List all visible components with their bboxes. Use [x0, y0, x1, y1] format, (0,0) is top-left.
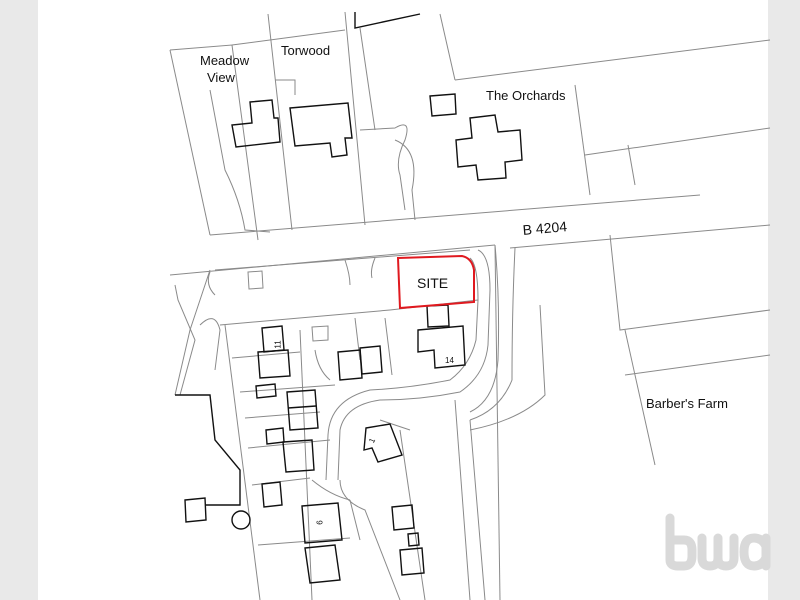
boundary-orchards-line2	[627, 144, 636, 186]
boundary-orchards-line	[584, 127, 771, 156]
boundary-orchards-east	[574, 84, 591, 196]
place-label-the-orchards: The Orchards	[486, 88, 566, 103]
road-south-east	[509, 224, 771, 249]
estate-cul-1	[339, 479, 401, 600]
close-road-inner	[325, 257, 479, 481]
estate-curl-4	[370, 257, 376, 279]
farm-track-a	[469, 419, 486, 600]
drive-torwood-curve	[359, 124, 408, 211]
building-f	[391, 504, 415, 531]
road-north-edge	[209, 194, 701, 236]
boundary-top	[231, 29, 346, 46]
barbers-edge	[469, 304, 546, 431]
estate-plot-v1	[299, 329, 313, 600]
boundary-north-inner	[359, 27, 376, 131]
estate-row-3	[244, 411, 321, 419]
frontage-line	[214, 249, 471, 271]
road-south-edge	[169, 244, 496, 276]
building-orchards	[455, 114, 523, 181]
building-g	[407, 532, 420, 547]
estate-row-1	[231, 351, 301, 359]
place-label-meadow-view-2: View	[207, 70, 235, 85]
building-i	[304, 544, 341, 584]
estate-curl-5	[207, 271, 216, 296]
building-round	[231, 510, 251, 530]
building-c2	[359, 345, 383, 375]
estate-plot-v2	[354, 317, 361, 361]
house-number-6: 6	[315, 520, 325, 525]
building-1	[363, 423, 403, 463]
building-j	[184, 497, 207, 523]
boundary-cut	[275, 79, 296, 95]
estate-curl-3	[344, 259, 351, 286]
estate-cul-3	[349, 499, 361, 541]
boundary-meadow-west	[169, 49, 211, 236]
site-label: SITE	[417, 275, 449, 291]
estate-west-2	[224, 324, 261, 600]
estate-row-6	[257, 537, 351, 546]
site-boundary	[396, 254, 475, 310]
estate-row-2	[239, 384, 336, 393]
building-b-line	[287, 405, 317, 409]
building-11b	[257, 349, 291, 379]
building-torwood	[289, 102, 353, 158]
lane-east-2	[469, 247, 516, 421]
barbers-vert	[624, 329, 656, 466]
boundary-torwood	[267, 13, 293, 231]
barbers-line2	[624, 354, 771, 376]
frontage-line-2	[219, 309, 391, 326]
drive-orchards	[394, 139, 416, 221]
estate-rect-b	[311, 325, 329, 342]
building-14	[417, 325, 466, 369]
place-label-meadow-view-1: Meadow	[200, 53, 250, 68]
building-6	[301, 502, 343, 544]
building-site-garage	[426, 304, 450, 328]
boundary-north-vert	[439, 13, 456, 81]
barbers-north	[609, 234, 771, 331]
building-north-small	[429, 93, 457, 117]
estate-east-row-2	[379, 419, 411, 431]
estate-rect-a	[247, 270, 264, 290]
bwa-logo	[665, 513, 771, 571]
building-north-corner	[354, 12, 421, 29]
estate-curl-2	[314, 349, 331, 381]
house-number-11: 11	[273, 340, 283, 349]
estate-row-5	[251, 477, 311, 486]
boundary-torwood-east	[344, 11, 366, 226]
house-number-14: 14	[445, 356, 454, 365]
place-label-barbers-farm: Barber's Farm	[646, 396, 728, 411]
estate-plot-curve	[174, 284, 196, 396]
building-small-b	[265, 427, 285, 445]
building-h	[399, 547, 425, 576]
boundary-orchards-top	[454, 39, 771, 81]
estate-west	[174, 269, 211, 396]
building-d	[282, 439, 315, 473]
building-c	[337, 349, 363, 381]
close-road-outer	[337, 249, 491, 481]
lane-east-1	[469, 244, 500, 413]
drive-meadow	[209, 89, 271, 233]
estate-row-4	[247, 439, 331, 449]
boundary-west-dark	[175, 394, 241, 506]
map-sheet	[38, 0, 768, 600]
estate-curl-1	[199, 318, 221, 371]
building-meadow-view	[231, 99, 281, 148]
estate-cul-2	[311, 479, 351, 501]
building-b	[286, 389, 319, 431]
building-e	[261, 481, 283, 508]
farm-track-c	[494, 244, 501, 600]
building-small-a	[255, 383, 277, 399]
farm-track-b	[454, 399, 471, 600]
place-label-torwood: Torwood	[281, 43, 331, 58]
estate-plot-v3	[384, 317, 393, 376]
